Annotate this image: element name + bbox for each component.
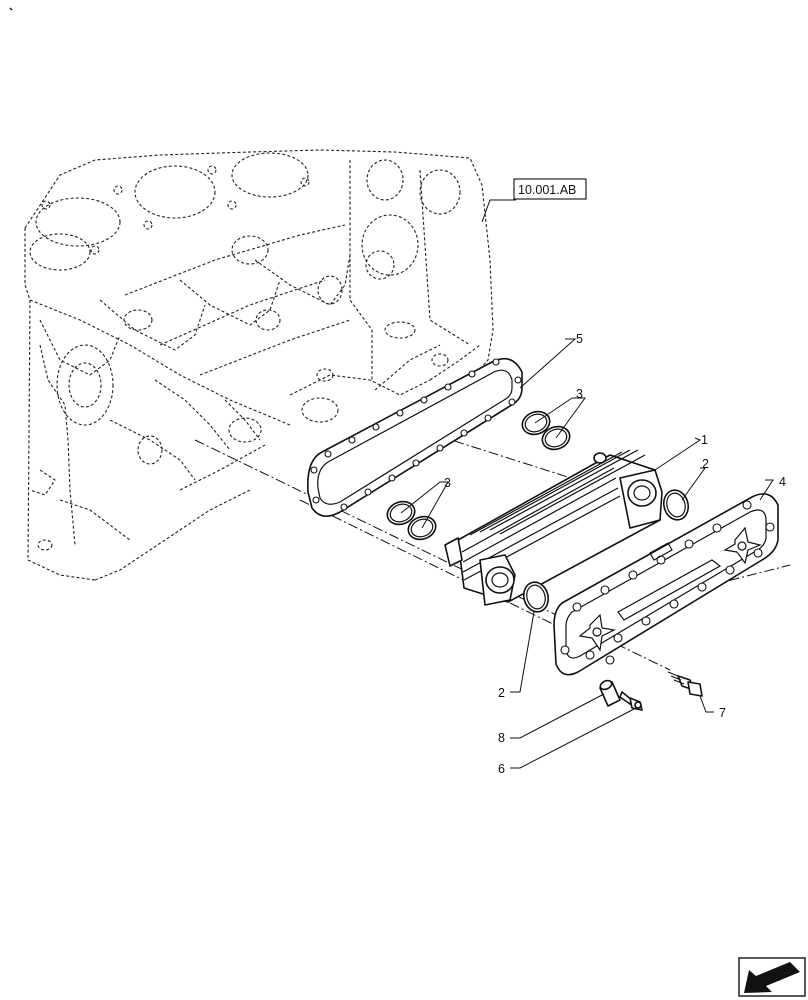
callout-3-lower: 3 — [444, 476, 451, 490]
back-arrow-icon[interactable] — [738, 957, 806, 997]
callout-4: 4 — [779, 475, 786, 489]
oil-cooler-part-1 — [444, 449, 663, 606]
callout-2-lower: 2 — [498, 686, 505, 700]
callout-5: 5 — [576, 332, 583, 346]
engine-block-outline — [24, 149, 494, 581]
callout-6: 6 — [498, 762, 505, 776]
o-rings-part-3-upper — [521, 410, 571, 451]
callout-labels: 5 3 1 2 4 3 2 7 8 6 — [444, 332, 786, 776]
callout-2-upper: 2 — [702, 457, 709, 471]
reference-box[interactable]: 10.001.AB — [513, 178, 587, 200]
bolt-part-7 — [667, 671, 703, 697]
callout-8: 8 — [498, 731, 505, 745]
callout-3-upper: 3 — [576, 387, 583, 401]
reference-label: 10.001.AB — [518, 183, 576, 197]
callout-7: 7 — [719, 706, 726, 720]
leader-lines — [400, 199, 774, 769]
plug-part-8 — [599, 679, 621, 707]
corner-tick — [9, 7, 13, 11]
gasket-part-5 — [306, 357, 523, 517]
callout-1: 1 — [701, 433, 708, 447]
screw-part-6 — [619, 691, 643, 711]
seal-ring-part-2-upper — [662, 489, 690, 521]
seal-ring-part-2-lower — [522, 581, 550, 613]
cover-part-4 — [553, 493, 779, 676]
